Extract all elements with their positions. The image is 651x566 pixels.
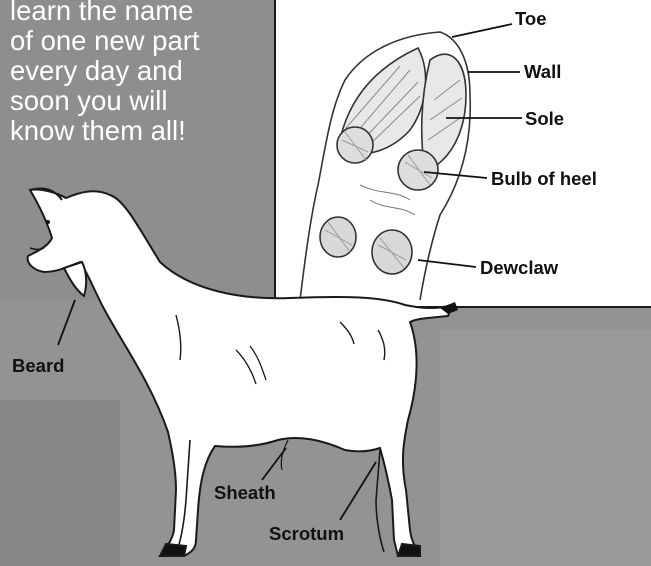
scrotum-leader — [340, 462, 376, 520]
label-scrotum: Scrotum — [269, 523, 344, 545]
sheath-leader — [262, 448, 286, 480]
label-sole: Sole — [525, 108, 564, 130]
beard-leader — [58, 300, 75, 345]
hoof-drawing — [300, 32, 470, 300]
label-bulb-of-heel: Bulb of heel — [491, 168, 597, 190]
label-dewclaw: Dewclaw — [480, 257, 558, 279]
label-toe: Toe — [515, 8, 547, 30]
label-wall: Wall — [524, 61, 561, 83]
toe-leader — [452, 24, 512, 37]
label-beard: Beard — [12, 355, 64, 377]
label-sheath: Sheath — [214, 482, 276, 504]
